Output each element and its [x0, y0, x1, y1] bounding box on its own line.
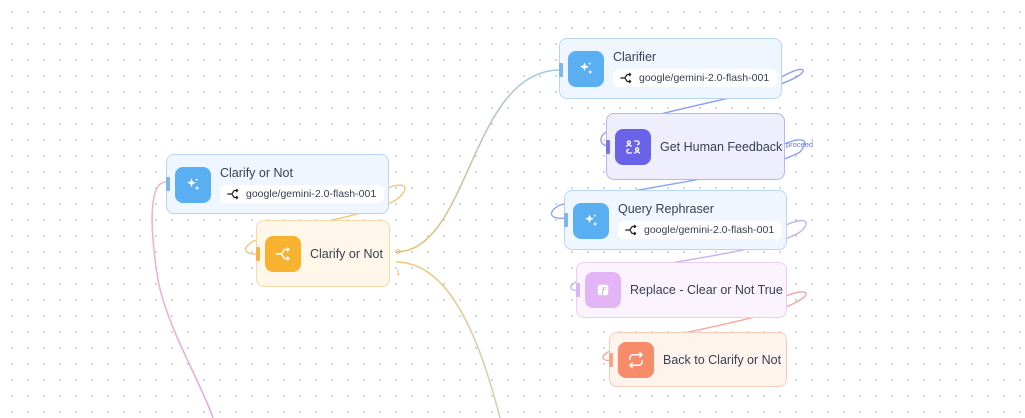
node-clarify-or-not-router[interactable]: Clarify or Not	[256, 220, 390, 287]
sparkles-icon	[175, 167, 211, 203]
node-clarify-or-not-llm[interactable]: Clarify or Not google/gemini-2.0-flash-0…	[166, 154, 389, 214]
node-replace-clear-or-not-true[interactable]: f Replace - Clear or Not True	[576, 262, 787, 318]
input-handle[interactable]	[609, 353, 613, 367]
model-badge: google/gemini-2.0-flash-001	[220, 185, 385, 203]
model-name: google/gemini-2.0-flash-001	[246, 188, 377, 200]
node-title: Query Rephraser	[618, 202, 714, 216]
input-handle[interactable]	[576, 283, 580, 297]
sparkles-icon	[568, 51, 604, 87]
router-output-0-label: 0	[396, 247, 401, 256]
proceed-output-label: proceed	[786, 140, 814, 149]
node-query-rephraser[interactable]: Query Rephraser google/gemini-2.0-flash-…	[564, 190, 787, 250]
node-title: Get Human Feedback	[660, 139, 783, 154]
branch-icon	[227, 188, 239, 200]
router-output-1-label: 1	[396, 268, 401, 277]
human-feedback-icon	[615, 128, 651, 165]
node-title: Clarify or Not	[220, 166, 293, 180]
edge-router-to-clarifier	[395, 69, 561, 253]
loop-icon	[618, 341, 654, 378]
node-title: Replace - Clear or Not True	[630, 283, 783, 297]
model-badge: google/gemini-2.0-flash-001	[613, 69, 778, 87]
node-back-to-clarify-or-not[interactable]: Back to Clarify or Not	[609, 332, 787, 387]
function-icon: f	[585, 272, 621, 308]
node-title: Clarifier	[613, 50, 657, 64]
model-badge: google/gemini-2.0-flash-001	[618, 221, 783, 239]
node-title: Back to Clarify or Not	[663, 352, 782, 367]
branch-icon	[620, 72, 632, 84]
branch-icon	[625, 224, 637, 236]
model-name: google/gemini-2.0-flash-001	[639, 72, 770, 84]
input-handle[interactable]	[564, 213, 568, 227]
model-name: google/gemini-2.0-flash-001	[644, 224, 775, 236]
branch-icon	[265, 235, 301, 272]
node-get-human-feedback[interactable]: Get Human Feedback	[606, 113, 785, 180]
edge-router-to-rephraser	[395, 261, 501, 418]
svg-text:f: f	[600, 285, 606, 295]
edge-clarify-llm-in	[151, 181, 214, 418]
input-handle[interactable]	[166, 177, 170, 191]
node-clarifier[interactable]: Clarifier google/gemini-2.0-flash-001	[559, 38, 782, 99]
input-handle[interactable]	[606, 140, 610, 154]
input-handle[interactable]	[256, 247, 260, 261]
sparkles-icon	[573, 203, 609, 239]
input-handle[interactable]	[559, 63, 563, 77]
node-title: Clarify or Not	[310, 246, 383, 261]
